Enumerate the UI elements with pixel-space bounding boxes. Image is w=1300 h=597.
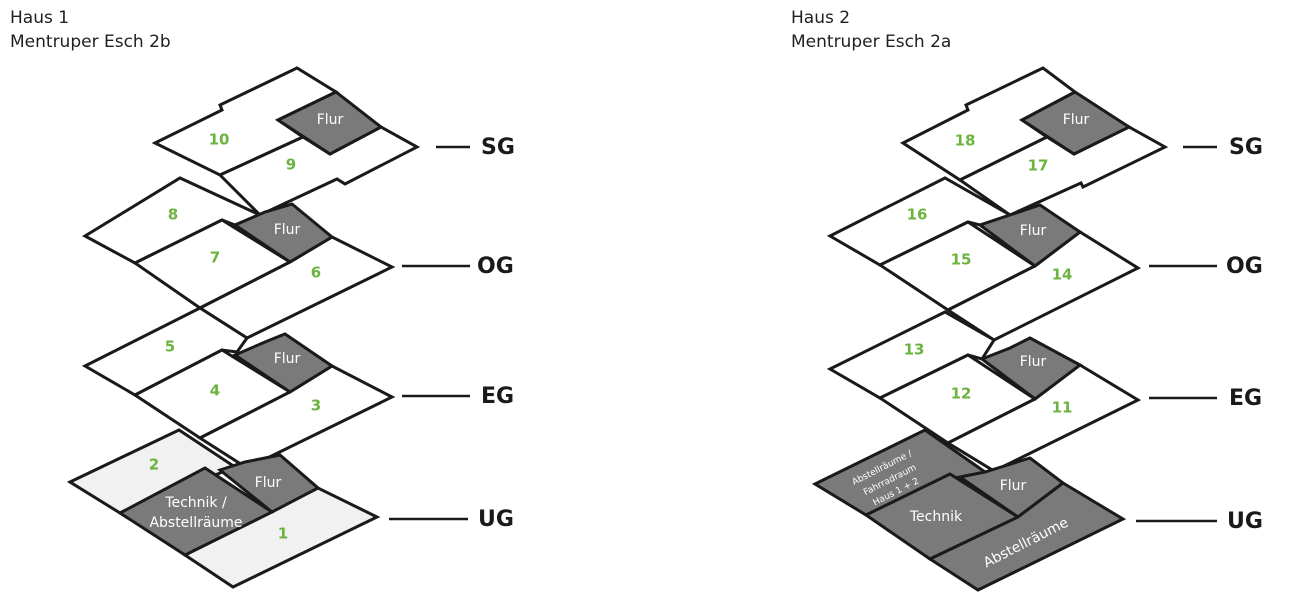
abstellraeume-room[interactable] [926, 481, 1127, 592]
floor-label-sg: SG [1229, 135, 1263, 160]
floor-label-ug: UG [478, 507, 514, 532]
house-2-floor-sg: 18 17 Flur [899, 66, 1169, 217]
apartment-number: 8 [168, 206, 178, 224]
apartment-number: 14 [1052, 266, 1073, 284]
house-1-floor-eg: 5 4 3 Flur [81, 306, 396, 470]
corridor-label: Flur [1020, 223, 1047, 239]
apartment-number: 1 [278, 525, 288, 543]
house-1-floor-og: 8 7 6 Flur [81, 176, 396, 340]
apartment-number: 9 [286, 156, 296, 174]
floor-label-eg: EG [1229, 386, 1262, 411]
house-2-name: Haus 2 [791, 8, 851, 28]
apartment-number: 7 [210, 249, 220, 267]
house-1-title: Haus 1 Mentruper Esch 2b [10, 6, 171, 54]
corridor-label: Flur [1063, 112, 1090, 128]
floor-label-eg: EG [481, 384, 514, 409]
corridor-label: Flur [1000, 478, 1027, 494]
corridor-label: Flur [274, 222, 301, 238]
corridor-og[interactable] [976, 203, 1083, 268]
technik-label-line2: Abstellräume [149, 515, 242, 531]
technik-label-line1: Technik / [164, 495, 227, 511]
house-2-address: Mentruper Esch 2a [791, 32, 952, 52]
house-1-floor-ug: 2 1 Flur Technik / Abstellräume [66, 428, 381, 589]
corridor-label: Flur [1020, 354, 1047, 370]
technik-label: Technik [909, 509, 963, 525]
corridor-label: Flur [255, 475, 282, 491]
apartment-number: 15 [951, 251, 972, 269]
apartment-number: 13 [904, 341, 925, 359]
corridor-sg[interactable] [274, 90, 384, 156]
house-1-floor-sg: 10 9 Flur [151, 66, 421, 217]
house-1-address: Mentruper Esch 2b [10, 32, 171, 52]
house-1-plan: 10 9 Flur 8 7 6 Flur 5 4 3 Flur [66, 66, 515, 589]
apartment-11[interactable] [944, 363, 1142, 473]
corridor-eg[interactable] [978, 336, 1083, 401]
apartment-number: 2 [149, 456, 159, 474]
apartment-number: 18 [955, 132, 976, 150]
apartment-number: 16 [907, 206, 928, 224]
floor-label-sg: SG [481, 135, 515, 160]
house-2-floor-ug: Abstellräume / Fahrradraum Haus 1 + 2 Te… [811, 428, 1127, 592]
corridor-sg[interactable] [1019, 90, 1133, 156]
floor-label-og: OG [1226, 254, 1263, 279]
floor-label-ug: UG [1227, 509, 1263, 534]
apartment-number: 6 [311, 264, 321, 282]
apartment-number: 12 [951, 385, 972, 403]
house-2-title: Haus 2 Mentruper Esch 2a [791, 6, 951, 54]
corridor-og[interactable] [231, 202, 335, 264]
house-2-plan: 18 17 Flur 16 15 14 Flur 13 12 11 Flur [811, 66, 1263, 592]
apartment-number: 17 [1028, 157, 1049, 175]
house-2-floor-eg: 13 12 11 Flur [826, 310, 1142, 473]
apartment-number: 3 [311, 397, 321, 415]
apartment-number: 11 [1052, 399, 1073, 417]
corridor-eg[interactable] [231, 332, 335, 394]
corridor-label: Flur [274, 351, 301, 367]
house-1-name: Haus 1 [10, 8, 70, 28]
apartment-number: 10 [209, 131, 230, 149]
apartment-number: 4 [210, 382, 220, 400]
house-2-floor-og: 16 15 14 Flur [826, 176, 1142, 342]
corridor-ug[interactable] [216, 453, 321, 514]
corridor-label: Flur [317, 112, 344, 128]
floor-label-og: OG [477, 254, 514, 279]
apartment-number: 5 [165, 338, 175, 356]
